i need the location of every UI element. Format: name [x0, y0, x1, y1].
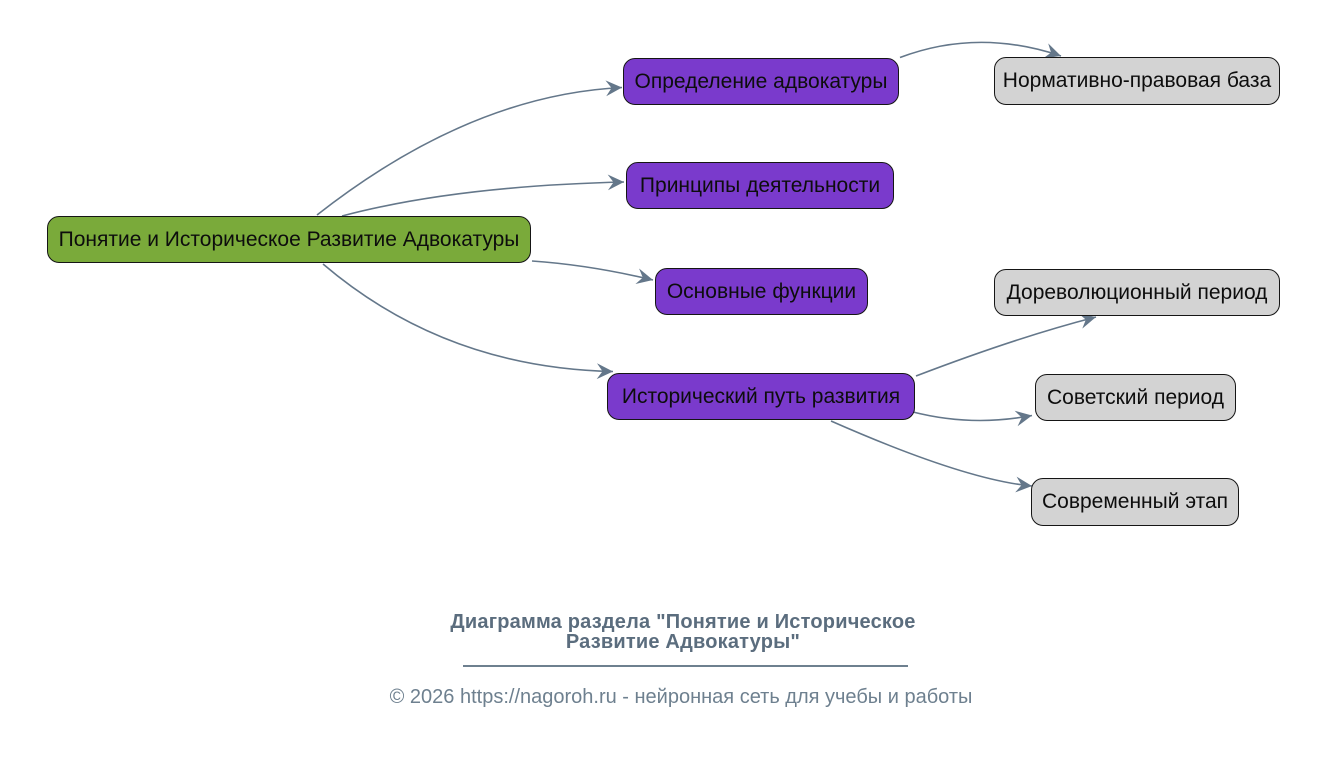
node-printsipy-label: Принципы деятельности	[639, 173, 881, 197]
caption-divider	[463, 665, 908, 667]
node-root[interactable]: Понятие и Историческое Развитие Адвокату…	[47, 216, 531, 263]
edge-istoricheskiy-to-sovremennyy	[830, 420, 1033, 493]
caption-title: Диаграмма раздела "Понятие и Историческо…	[450, 611, 916, 653]
node-sovremennyy-label: Современный этап	[1041, 490, 1229, 513]
edge-istoricheskiy-to-dorevolyutsionnyy	[915, 313, 1097, 377]
edge-root-to-printsipy	[341, 174, 625, 217]
node-dorevolyutsionnyy-label: Дореволюционный период	[1006, 280, 1268, 304]
edge-opredelenie-to-normativnaya	[899, 41, 1062, 59]
node-sovetskiy[interactable]: Советский период	[1035, 374, 1236, 421]
node-istoricheskiy[interactable]: Исторический путь развития	[607, 373, 915, 420]
edge-root-to-opredelenie	[316, 80, 623, 216]
node-sovremennyy[interactable]: Современный этап	[1031, 478, 1239, 526]
edge-root-to-istoricheskiy	[322, 263, 614, 380]
node-printsipy[interactable]: Принципы деятельности	[626, 162, 894, 209]
edge-root-to-osnovnye	[531, 260, 654, 284]
node-opredelenie-label: Определение адвокатуры	[634, 69, 888, 93]
node-opredelenie[interactable]: Определение адвокатуры	[623, 58, 899, 105]
edge-istoricheskiy-to-sovetskiy	[912, 410, 1033, 427]
node-osnovnye[interactable]: Основные функции	[655, 268, 868, 315]
node-istoricheskiy-label: Исторический путь развития	[621, 384, 901, 408]
node-normativnaya[interactable]: Нормативно-правовая база	[994, 57, 1280, 105]
node-dorevolyutsionnyy[interactable]: Дореволюционный период	[994, 269, 1280, 316]
node-normativnaya-label: Нормативно-правовая база	[1002, 69, 1272, 92]
node-sovetskiy-label: Советский период	[1046, 385, 1225, 409]
node-osnovnye-label: Основные функции	[666, 279, 857, 303]
caption-footer: © 2026 https://nagoroh.ru - нейронная се…	[389, 686, 973, 708]
node-root-label: Понятие и Историческое Развитие Адвокату…	[58, 227, 520, 251]
